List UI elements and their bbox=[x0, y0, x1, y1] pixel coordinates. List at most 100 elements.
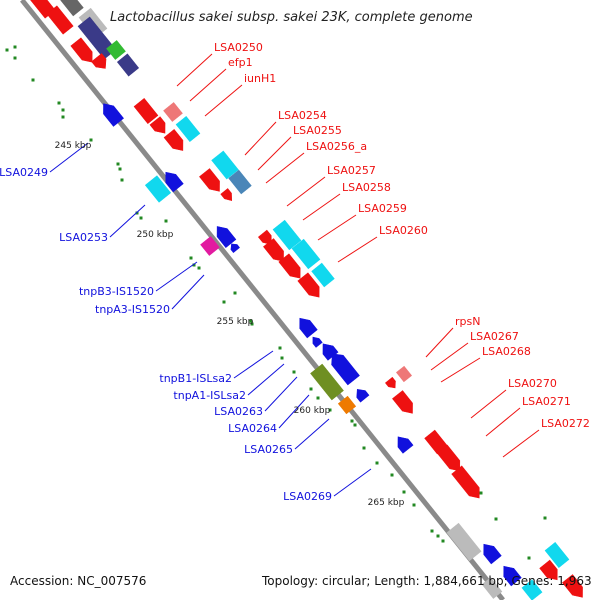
gene-feature-28 bbox=[278, 253, 301, 279]
leader-line-fwd bbox=[470, 389, 507, 419]
features bbox=[28, 0, 583, 600]
gene-feature-36 bbox=[356, 389, 370, 403]
gene-label-fwd: LSA0258 bbox=[342, 181, 391, 194]
tick-dot-12 bbox=[233, 291, 237, 295]
gene-label-rev: tnpA3-IS1520 bbox=[95, 303, 170, 316]
leader-line-rev bbox=[264, 376, 298, 412]
leader-line-rev bbox=[109, 204, 146, 238]
tick-dot-17 bbox=[309, 387, 313, 391]
gene-feature-9 bbox=[103, 103, 124, 127]
tick-dot-4 bbox=[61, 115, 65, 119]
gene-feature-23 bbox=[200, 236, 220, 256]
gene-feature-16 bbox=[228, 169, 252, 195]
gene-label-rev: tnpA1-ISLsa2 bbox=[173, 389, 246, 402]
leader-line-rev bbox=[294, 418, 330, 450]
leader-line-fwd bbox=[440, 357, 481, 383]
gene-label-rev: LSA0265 bbox=[244, 443, 293, 456]
tick-dot-39 bbox=[116, 162, 120, 166]
leader-line-fwd bbox=[502, 429, 540, 458]
tick-dot-9 bbox=[164, 219, 168, 223]
gene-label-rev: tnpB3-IS1520 bbox=[79, 285, 154, 298]
tick-dot-10 bbox=[189, 256, 193, 260]
tick-dot-3 bbox=[57, 101, 61, 105]
leader-line-fwd bbox=[265, 152, 305, 184]
gene-label-rev: LSA0263 bbox=[214, 405, 263, 418]
leader-line-rev bbox=[171, 274, 205, 310]
gene-feature-25 bbox=[272, 219, 302, 251]
gene-label-fwd: LSA0272 bbox=[541, 417, 590, 430]
gene-feature-31 bbox=[299, 317, 318, 339]
leader-line-fwd bbox=[485, 407, 521, 437]
tick-dot-34 bbox=[139, 216, 143, 220]
gene-feature-22 bbox=[230, 243, 240, 253]
gene-feature-7 bbox=[116, 53, 140, 77]
gene-feature-15 bbox=[211, 150, 239, 180]
tick-dot-8 bbox=[135, 211, 139, 215]
tick-dot-31 bbox=[527, 556, 531, 560]
tick-dot-37 bbox=[350, 419, 354, 423]
gene-feature-37 bbox=[337, 395, 357, 415]
gene-label-fwd: LSA0267 bbox=[470, 330, 519, 343]
tick-dot-35 bbox=[192, 263, 196, 267]
gene-feature-41 bbox=[397, 436, 414, 454]
gene-label-rev: tnpB1-ISLsa2 bbox=[159, 372, 232, 385]
gene-feature-35 bbox=[310, 363, 344, 401]
tick-dot-25 bbox=[412, 503, 416, 507]
leader-lines bbox=[49, 53, 540, 497]
leader-line-fwd bbox=[430, 342, 469, 371]
gene-feature-49 bbox=[544, 542, 570, 568]
tick-dot-20 bbox=[353, 423, 357, 427]
gene-feature-32 bbox=[312, 336, 323, 348]
gene-label-rev: LSA0264 bbox=[228, 422, 277, 435]
tick-dot-30 bbox=[543, 516, 547, 520]
gene-feature-8 bbox=[91, 53, 107, 69]
scale-tick-label: 250 kbp bbox=[137, 230, 174, 240]
gene-feature-24 bbox=[257, 229, 272, 245]
gene-label-fwd: LSA0254 bbox=[278, 109, 327, 122]
gene-feature-20 bbox=[144, 175, 172, 203]
gene-feature-38 bbox=[395, 365, 413, 383]
leader-line-fwd bbox=[257, 136, 292, 171]
scale-tick-label: 245 kbp bbox=[55, 141, 92, 151]
leader-line-rev bbox=[49, 142, 89, 173]
gene-feature-51 bbox=[562, 574, 583, 598]
gene-feature-27 bbox=[263, 238, 284, 262]
gene-feature-42 bbox=[424, 429, 448, 455]
tick-dot-36 bbox=[292, 370, 296, 374]
tick-dot-28 bbox=[479, 491, 483, 495]
tick-dot-14 bbox=[250, 322, 254, 326]
gene-feature-21 bbox=[216, 226, 237, 248]
gene-feature-44 bbox=[451, 465, 480, 499]
gene-feature-43 bbox=[436, 444, 461, 472]
tick-dot-13 bbox=[222, 300, 226, 304]
gene-feature-10 bbox=[133, 98, 159, 124]
leader-line-fwd bbox=[204, 84, 243, 117]
tick-dot-23 bbox=[390, 473, 394, 477]
gene-feature-19 bbox=[165, 171, 184, 193]
gene-feature-50 bbox=[539, 559, 558, 581]
gene-feature-26 bbox=[291, 238, 321, 270]
gene-feature-47 bbox=[503, 565, 522, 587]
gene-feature-18 bbox=[220, 188, 233, 202]
tick-dot-24 bbox=[402, 490, 406, 494]
gene-label-rev: LSA0269 bbox=[283, 490, 332, 503]
gene-feature-0 bbox=[28, 0, 56, 19]
gene-label-fwd: LSA0270 bbox=[508, 377, 557, 390]
tick-dot-26 bbox=[430, 529, 434, 533]
gene-label-fwd: LSA0256_a bbox=[306, 140, 367, 153]
gene-feature-30 bbox=[297, 272, 320, 298]
backbone bbox=[20, 0, 505, 600]
gene-feature-6 bbox=[70, 37, 93, 63]
scale-tick-label: 260 kbp bbox=[294, 406, 331, 416]
genome-backbone bbox=[20, 0, 505, 600]
gene-feature-52 bbox=[521, 579, 543, 600]
gene-feature-14 bbox=[163, 129, 184, 151]
gene-label-fwd: LSA0255 bbox=[293, 124, 342, 137]
accession-text: Accession: NC_007576 bbox=[10, 574, 147, 588]
tick-dot-2 bbox=[31, 78, 35, 82]
leader-line-fwd bbox=[244, 121, 277, 156]
gene-label-fwd: efp1 bbox=[228, 56, 253, 69]
leader-line-fwd bbox=[286, 176, 326, 207]
gene-feature-40 bbox=[392, 390, 413, 414]
